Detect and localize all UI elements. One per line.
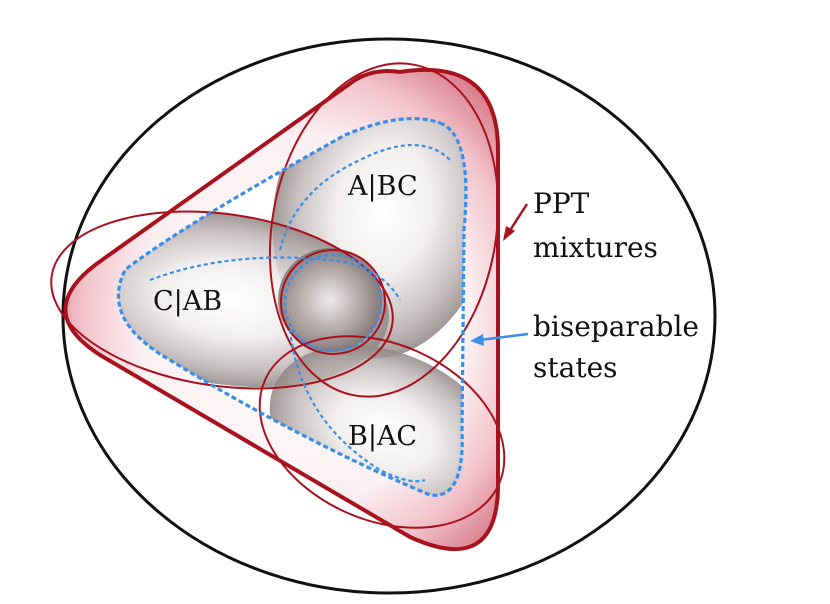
biseparable-label-line2: states [533,351,618,384]
biseparable-boundary [116,116,468,497]
dash-c-ab [149,256,401,301]
label-c-ab: C|AB [153,286,222,317]
biseparable-inner-dashes [149,144,451,483]
lobe-b-ac-outline [258,335,506,529]
ppt-label-line2: mixtures [533,231,658,264]
label-a-bc: A|BC [347,171,418,202]
lobe-a-bc-outline [268,62,500,398]
ppt-label-line1: PPT [533,187,590,220]
dash-a-bc [278,144,451,251]
dash-center [283,253,383,353]
dash-b-ac [288,329,426,483]
center-circle-outline [280,249,386,355]
lobe-c-ab-outline [50,210,394,390]
label-b-ac: B|AC [348,421,417,452]
ppt-arrow [503,203,529,241]
biseparable-label-line1: biseparable [533,310,699,343]
lobe-outlines [50,62,506,529]
center-region-fill [278,248,382,352]
biseparable-arrow [470,332,529,346]
